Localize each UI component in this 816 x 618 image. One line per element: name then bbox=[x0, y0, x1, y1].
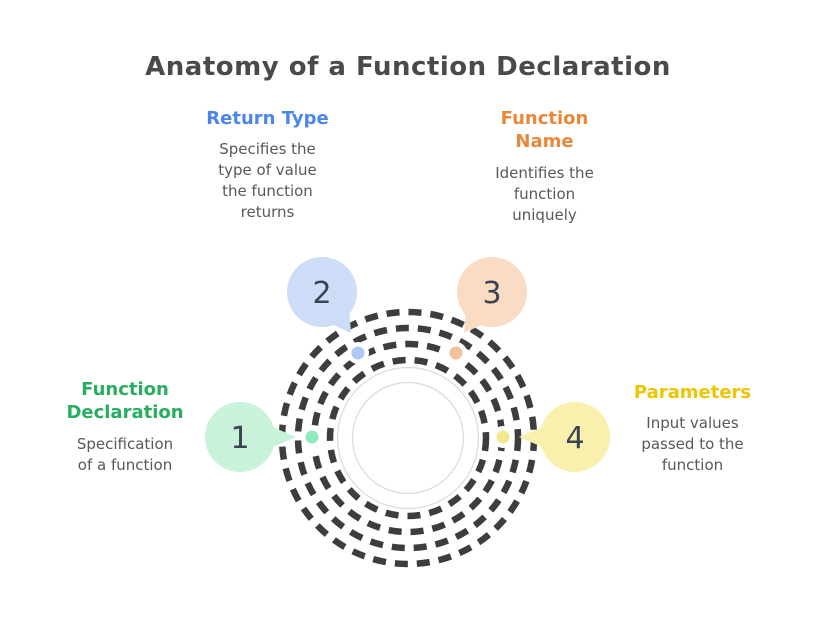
connector-dot-4 bbox=[496, 430, 510, 444]
function-name-heading: Function Name bbox=[462, 107, 627, 154]
panel-function-name: Function Name Identifies the function un… bbox=[462, 107, 627, 226]
center-ring-outer-edge bbox=[336, 366, 480, 510]
bubble-2-number: 2 bbox=[312, 276, 331, 311]
bubble-4-number: 4 bbox=[565, 421, 584, 456]
function-declaration-heading-line: Declaration bbox=[66, 402, 184, 424]
bubble-4-circle bbox=[540, 402, 610, 472]
dashed-ring bbox=[326, 356, 490, 520]
bubble-1-circle bbox=[205, 402, 275, 472]
return-type-description: Specifies the type of value the function… bbox=[185, 139, 350, 223]
center-ring-icon bbox=[336, 366, 480, 510]
return-type-heading: Return Type bbox=[185, 107, 350, 130]
function-declaration-heading-line: Function bbox=[81, 379, 169, 400]
step-bubble-3: 3 bbox=[457, 257, 527, 333]
bubble-3-number: 3 bbox=[482, 276, 501, 311]
desc-line: of a function bbox=[77, 455, 173, 474]
connector-dot-3 bbox=[449, 346, 463, 360]
bubble-2-circle bbox=[287, 257, 357, 327]
function-declaration-description: Specification of a function bbox=[30, 434, 220, 476]
connector-dot-1 bbox=[305, 430, 319, 444]
bubble-1-number: 1 bbox=[230, 421, 249, 456]
connector-dot-2 bbox=[351, 346, 365, 360]
dashed-ring bbox=[294, 324, 522, 552]
desc-line: Input values bbox=[646, 414, 739, 433]
parameters-heading-line: Parameters bbox=[633, 382, 752, 403]
function-name-description: Identifies the function uniquely bbox=[462, 163, 627, 226]
desc-line: passed to the bbox=[641, 435, 744, 454]
desc-line: returns bbox=[240, 203, 295, 222]
parameters-heading: Parameters bbox=[605, 381, 780, 404]
bubble-1-tail bbox=[268, 425, 296, 449]
desc-line: Specifies the bbox=[219, 140, 316, 159]
bubble-3-circle bbox=[457, 257, 527, 327]
center-ring-inner-edge bbox=[351, 381, 465, 495]
desc-line: uniquely bbox=[512, 205, 577, 224]
function-name-heading-line: Function bbox=[500, 108, 589, 129]
bubble-4-tail bbox=[519, 425, 547, 449]
panel-function-declaration: Function Declaration Specification of a … bbox=[30, 378, 220, 476]
step-bubble-4: 4 bbox=[519, 402, 610, 472]
connector-dots bbox=[301, 342, 514, 448]
function-declaration-heading: Function Declaration bbox=[30, 378, 220, 425]
panel-return-type: Return Type Specifies the type of value … bbox=[185, 107, 350, 223]
parameters-description: Input values passed to the function bbox=[605, 413, 780, 476]
desc-line: function bbox=[513, 184, 576, 203]
desc-line: Identifies the bbox=[495, 163, 594, 182]
page-title: Anatomy of a Function Declaration bbox=[145, 52, 671, 82]
desc-line: the function bbox=[222, 182, 313, 201]
desc-line: Specification bbox=[76, 434, 174, 453]
center-white-ring bbox=[338, 368, 478, 508]
desc-line: type of value bbox=[218, 161, 317, 180]
return-type-heading-line: Return Type bbox=[206, 108, 329, 129]
panel-parameters: Parameters Input values passed to the fu… bbox=[605, 381, 780, 476]
step-bubble-2: 2 bbox=[287, 257, 357, 333]
desc-line: function bbox=[661, 456, 724, 475]
step-bubble-1: 1 bbox=[205, 402, 296, 472]
function-name-heading-line: Name bbox=[515, 131, 574, 153]
